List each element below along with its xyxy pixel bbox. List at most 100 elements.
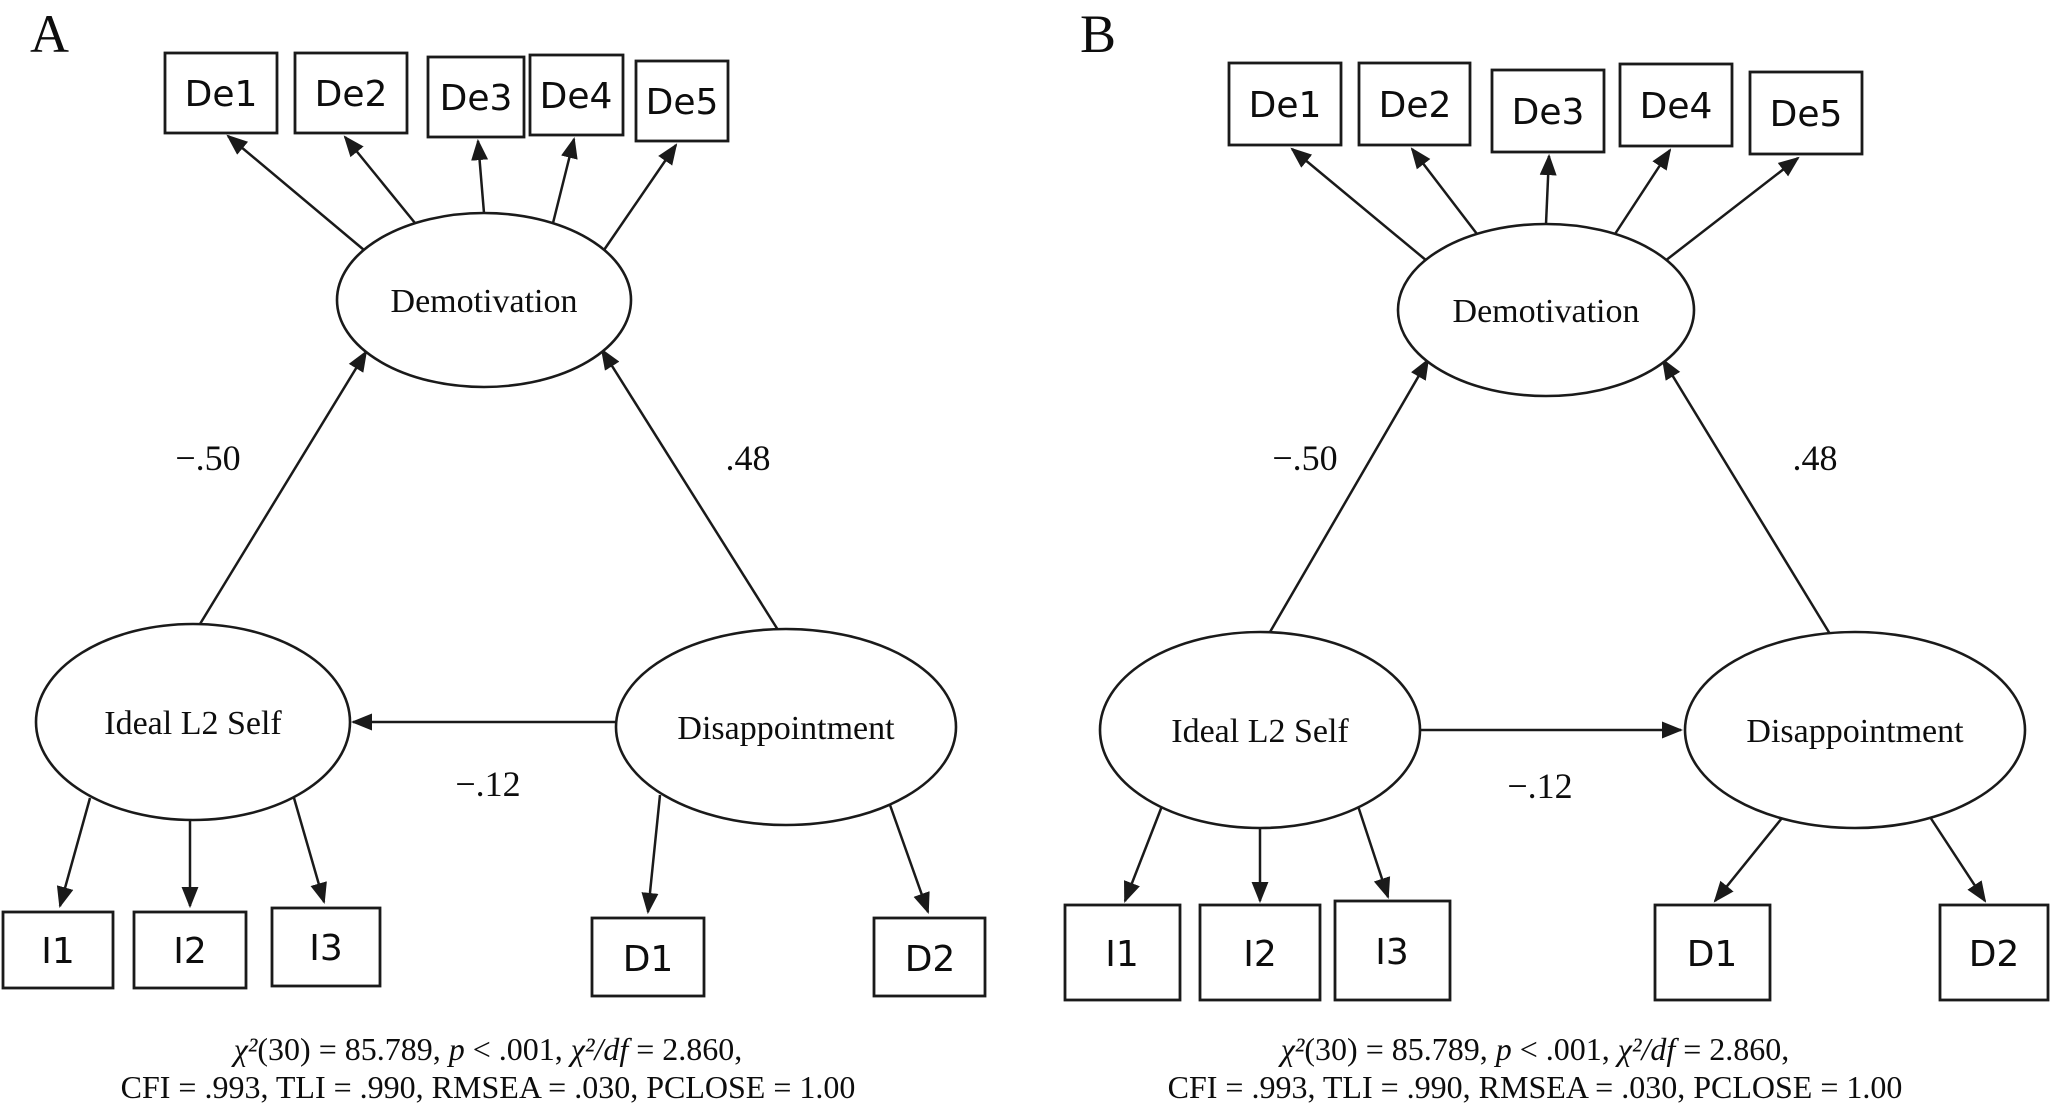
structural-path-disappointment-to-demotivation bbox=[600, 348, 780, 631]
latent-label-ideal-l2-self: Ideal L2 Self bbox=[1171, 713, 1349, 750]
fit-statistics-caption-a: χ²(30) = 85.789, p < .001, χ²/df = 2.860… bbox=[0, 1030, 976, 1106]
structural-path-ideal-to-demotivation bbox=[198, 350, 368, 625]
loading-path-i1 bbox=[1123, 805, 1164, 903]
chi-df-value: = 2.860, bbox=[1675, 1031, 1790, 1067]
fit-statistics-line2: CFI = .993, TLI = .990, RMSEA = .030, PC… bbox=[1167, 1069, 1903, 1105]
indicator-label-i1: I1 bbox=[1105, 934, 1139, 975]
chi-square-term: χ² bbox=[233, 1031, 258, 1067]
p-term: p bbox=[448, 1031, 465, 1067]
coef-ideal-disappointment: −.12 bbox=[1507, 766, 1572, 806]
loading-path-de2 bbox=[343, 135, 416, 224]
loading-path-de1 bbox=[226, 134, 365, 251]
loading-path-d1 bbox=[641, 794, 662, 915]
indicator-label-de1: De1 bbox=[185, 74, 258, 115]
latent-label-demotivation: Demotivation bbox=[391, 283, 578, 320]
coef-ideal-to-demotivation: −.50 bbox=[175, 438, 240, 478]
indicator-box-de2 bbox=[293, 51, 409, 135]
indicator-label-i3: I3 bbox=[1375, 932, 1409, 973]
latent-ellipse-ideal-l2-self bbox=[34, 622, 352, 822]
latent-ellipse-disappointment bbox=[1683, 630, 2027, 830]
indicator-label-i1: I1 bbox=[41, 931, 75, 972]
latent-ellipse-ideal-l2-self bbox=[1098, 630, 1422, 830]
indicator-label-de1: De1 bbox=[1249, 85, 1322, 126]
latent-ellipse-demotivation bbox=[1396, 222, 1696, 398]
indicator-box-i3 bbox=[1333, 899, 1452, 1002]
latent-label-disappointment: Disappointment bbox=[677, 710, 895, 747]
latent-ellipse-disappointment bbox=[614, 627, 958, 827]
indicator-box-d2 bbox=[872, 916, 987, 998]
indicator-box-i2 bbox=[132, 910, 248, 990]
fit-statistics-line2: CFI = .993, TLI = .990, RMSEA = .030, PC… bbox=[120, 1069, 856, 1105]
coef-ideal-to-demotivation: −.50 bbox=[1272, 438, 1337, 478]
latent-label-disappointment: Disappointment bbox=[1746, 713, 1964, 750]
indicator-box-de5 bbox=[1748, 70, 1864, 156]
loading-path-d1 bbox=[1713, 817, 1783, 903]
p-value: < .001, bbox=[464, 1031, 571, 1067]
loading-path-de2 bbox=[1410, 147, 1478, 235]
loading-path-de3 bbox=[471, 138, 489, 214]
coef-ideal-disappointment: −.12 bbox=[455, 764, 520, 804]
indicator-label-de2: De2 bbox=[315, 74, 388, 115]
chi-square-term: χ² bbox=[1280, 1031, 1305, 1067]
loading-path-de5 bbox=[602, 143, 678, 251]
panel-label: A bbox=[30, 4, 69, 64]
indicator-box-de4 bbox=[1618, 62, 1734, 148]
loading-path-d2 bbox=[888, 804, 930, 915]
loading-path-d2 bbox=[1928, 816, 1987, 903]
indicator-box-de5 bbox=[634, 59, 730, 143]
chi-df-term: χ²/df bbox=[1617, 1031, 1676, 1067]
loading-path-de3 bbox=[1539, 153, 1557, 225]
latent-ellipse-demotivation bbox=[335, 211, 633, 389]
indicator-box-de1 bbox=[1227, 61, 1343, 147]
diagram-canvas: A Demotivation Ideal L2 Self Disappointm… bbox=[1, 4, 2050, 1002]
indicator-label-d1: D1 bbox=[1687, 934, 1738, 975]
indicator-label-i2: I2 bbox=[1243, 934, 1277, 975]
fit-statistics-caption-b: χ²(30) = 85.789, p < .001, χ²/df = 2.860… bbox=[1047, 1030, 2023, 1106]
indicator-box-de2 bbox=[1357, 61, 1472, 147]
panel-a: A Demotivation Ideal L2 Self Disappointm… bbox=[1, 4, 987, 998]
panel-b: B Demotivation Ideal L2 Self Disappointm… bbox=[1063, 4, 2050, 1002]
indicator-label-i3: I3 bbox=[309, 928, 343, 969]
coef-disappointment-to-demotivation: .48 bbox=[1793, 438, 1838, 478]
chi-df-term: χ²/df bbox=[570, 1031, 629, 1067]
loading-path-i3 bbox=[292, 797, 327, 905]
fit-statistics-line1: χ²(30) = 85.789, p < .001, χ²/df = 2.860… bbox=[1047, 1030, 2023, 1068]
indicator-box-i3 bbox=[270, 906, 382, 988]
coef-disappointment-to-demotivation: .48 bbox=[726, 438, 771, 478]
indicator-box-de3 bbox=[1490, 68, 1606, 154]
indicator-label-de3: De3 bbox=[440, 78, 513, 119]
loading-path-i1 bbox=[56, 797, 92, 909]
loading-path-de1 bbox=[1290, 147, 1428, 262]
structural-path-ideal-to-demotivation bbox=[1268, 358, 1430, 633]
indicator-box-de4 bbox=[528, 53, 625, 137]
indicator-box-de3 bbox=[426, 55, 526, 139]
indicator-box-i2 bbox=[1198, 903, 1322, 1002]
indicator-label-de3: De3 bbox=[1512, 92, 1585, 133]
chi-df-value: = 2.860, bbox=[628, 1031, 743, 1067]
indicator-label-d2: D2 bbox=[905, 939, 956, 980]
panel-label: B bbox=[1080, 4, 1116, 64]
loading-path-i3 bbox=[1356, 805, 1391, 900]
latent-label-demotivation: Demotivation bbox=[1453, 293, 1640, 330]
indicator-box-i1 bbox=[1, 910, 115, 990]
indicator-label-de4: De4 bbox=[1640, 86, 1713, 127]
indicator-label-i2: I2 bbox=[173, 931, 207, 972]
fit-statistics-line1: χ²(30) = 85.789, p < .001, χ²/df = 2.860… bbox=[0, 1030, 976, 1068]
indicator-label-de5: De5 bbox=[646, 82, 719, 123]
indicator-box-d2 bbox=[1938, 903, 2050, 1002]
indicator-box-d1 bbox=[590, 916, 706, 998]
indicator-box-d1 bbox=[1653, 903, 1772, 1002]
p-value: < .001, bbox=[1511, 1031, 1618, 1067]
indicator-label-de4: De4 bbox=[540, 76, 613, 117]
indicator-label-de2: De2 bbox=[1379, 85, 1452, 126]
indicator-box-i1 bbox=[1063, 903, 1182, 1002]
loading-path-de4 bbox=[1613, 148, 1672, 235]
indicator-box-de1 bbox=[163, 51, 279, 135]
loading-path-de4 bbox=[551, 136, 578, 224]
chi-square-value: (30) = 85.789, bbox=[1304, 1031, 1496, 1067]
p-term: p bbox=[1495, 1031, 1512, 1067]
chi-square-value: (30) = 85.789, bbox=[257, 1031, 449, 1067]
structural-path-disappointment-to-demotivation bbox=[1661, 358, 1832, 635]
indicator-label-de5: De5 bbox=[1770, 94, 1843, 135]
